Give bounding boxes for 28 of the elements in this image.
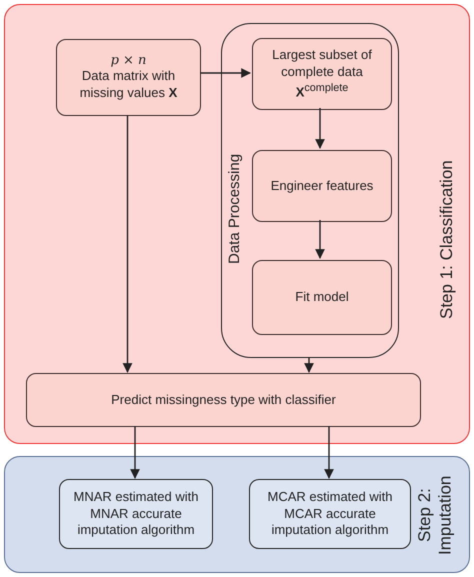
node-text: Largest subset of complete data X$^{complete}$ (271, 47, 373, 101)
math-expression: p × n (110, 53, 148, 68)
arrow (200, 68, 251, 78)
arrow (304, 357, 314, 373)
process-box (26, 373, 421, 427)
process-box (59, 479, 213, 549)
process-box (252, 260, 392, 335)
panel-title: Step 2: Imputation (415, 474, 456, 557)
step-panel (4, 456, 470, 573)
arrow (130, 426, 140, 479)
process-box (56, 39, 201, 116)
process-box (249, 479, 411, 549)
arrow (315, 108, 325, 149)
panel-title: Step 1: Classification (437, 160, 457, 322)
group-outline (221, 23, 399, 358)
node-text: Predict missingness type with classifier (110, 392, 337, 408)
node-text: MNAR estimated with MNAR accurate imputation algorithm (72, 488, 200, 540)
step-panel (4, 4, 470, 444)
process-box (252, 150, 392, 222)
arrow (315, 220, 325, 259)
node-text: MCAR estimated with MCAR accurate imputation algorithm (266, 488, 394, 540)
node-text: Data matrix with missing values X (78, 68, 178, 102)
arrow (122, 115, 132, 373)
arrow (324, 426, 334, 479)
node-text: Fit model (294, 289, 350, 306)
process-box (252, 38, 392, 110)
panel-title: Data Processing (226, 152, 244, 266)
node-text: Engineer features (270, 178, 374, 194)
